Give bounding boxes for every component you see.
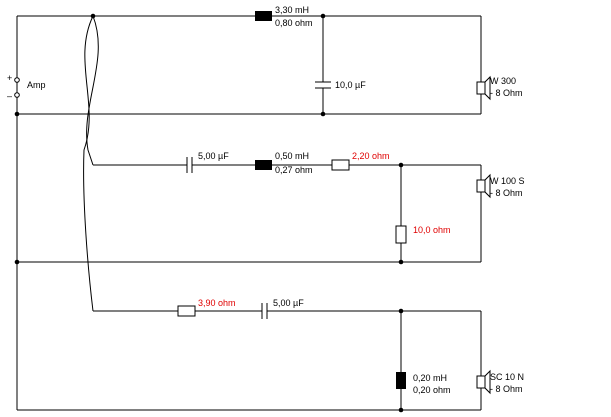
mid-speaker-icon — [476, 173, 491, 199]
mid-impedance: - 8 Ohm — [490, 188, 523, 198]
woofer-speaker-icon — [476, 75, 491, 101]
woofer-inductor-value: 3,30 mH — [275, 5, 309, 15]
amp-plus-sign: + — [7, 73, 12, 83]
mid-branch: 5,00 µF 0,50 mH 0,27 ohm 2,20 ohm 10,0 o… — [17, 151, 525, 265]
tweeter-branch: 3,90 ohm 5,00 µF 0,20 mH 0,20 ohm SC 10 … — [17, 298, 524, 413]
mid-series-resistor — [331, 159, 350, 171]
woofer-branch: 3,30 mH 0,80 ohm 10,0 µF W 300 - 8 Ohm — [255, 5, 523, 117]
amp-minus-sign: – — [7, 91, 12, 101]
mid-inductor — [255, 160, 272, 170]
tweeter-inductor — [396, 372, 406, 389]
mid-feed-wire — [86, 15, 99, 166]
mid-shunt-resistor — [395, 225, 407, 244]
amp-negative-terminal — [14, 92, 20, 98]
mid-name: W 100 S — [490, 176, 525, 186]
woofer-inductor — [255, 11, 272, 21]
amp-input: + – Amp — [7, 16, 481, 410]
tweeter-resistor — [177, 305, 196, 317]
amp-label: Amp — [27, 80, 46, 90]
mid-inductor-resistance: 0,27 ohm — [275, 165, 313, 175]
mid-inductor-value: 0,50 mH — [275, 151, 309, 161]
mid-series-resistor-value: 2,20 ohm — [352, 151, 390, 161]
amp-positive-terminal — [14, 77, 20, 83]
woofer-impedance: - 8 Ohm — [490, 88, 523, 98]
mid-shunt-resistor-value: 10,0 ohm — [413, 225, 451, 235]
tweeter-inductor-value: 0,20 mH — [413, 373, 447, 383]
tweeter-speaker-icon — [476, 369, 491, 395]
tweeter-inductor-resistance: 0,20 ohm — [413, 385, 451, 395]
tweeter-resistor-value: 3,90 ohm — [198, 298, 236, 308]
tweeter-feed-wire — [83, 15, 94, 312]
tweeter-impedance: - 8 Ohm — [490, 384, 523, 394]
tweeter-capacitor-value: 5,00 µF — [273, 298, 304, 308]
woofer-inductor-resistance: 0,80 ohm — [275, 18, 313, 28]
mid-capacitor-value: 5,00 µF — [198, 151, 229, 161]
junction-dot — [14, 111, 20, 117]
junction-dot — [320, 111, 326, 117]
tweeter-name: SC 10 N — [490, 372, 524, 382]
woofer-capacitor-value: 10,0 µF — [335, 80, 366, 90]
woofer-name: W 300 — [490, 76, 516, 86]
